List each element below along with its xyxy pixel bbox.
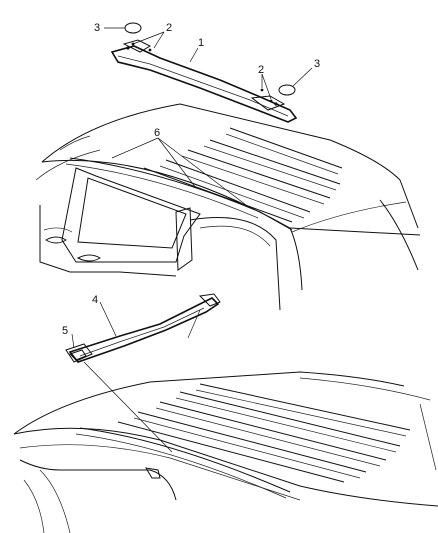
leader-lines xyxy=(71,27,313,349)
vehicle-body-lower xyxy=(13,371,438,533)
stanchion-part-5 xyxy=(65,343,173,453)
callout-2-left: 2 xyxy=(166,22,172,34)
side-rail-part-1 xyxy=(110,39,298,123)
callout-1: 1 xyxy=(198,37,204,49)
callout-6: 6 xyxy=(154,127,160,139)
cross-bar-part-4 xyxy=(68,293,221,363)
callout-4: 4 xyxy=(92,294,98,306)
callout-labels: 1 2 2 3 3 4 5 6 xyxy=(62,22,320,337)
callout-5: 5 xyxy=(62,325,68,337)
caps-part-3 xyxy=(124,22,296,96)
callout-2-right: 2 xyxy=(258,64,264,76)
callout-3-left: 3 xyxy=(94,22,100,34)
fasteners-part-2 xyxy=(131,42,273,103)
vehicle-body-upper xyxy=(35,103,421,311)
callout-3-right: 3 xyxy=(314,58,320,70)
